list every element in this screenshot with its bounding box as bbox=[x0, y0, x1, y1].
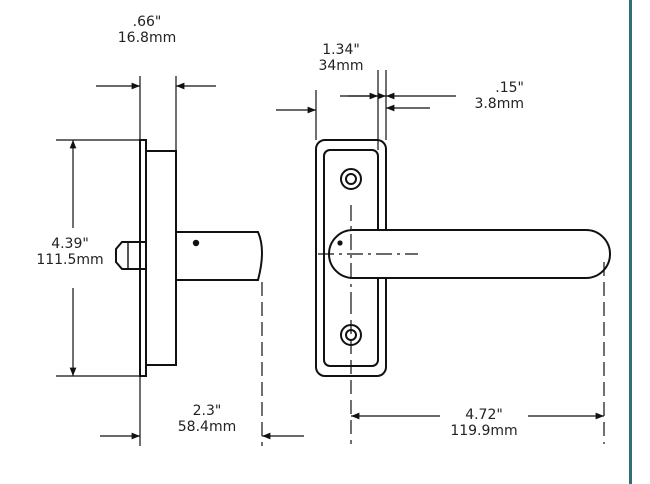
dim-lever-length-mm: 119.9mm bbox=[450, 423, 518, 439]
dim-plate-width-in: 1.34" bbox=[322, 42, 360, 58]
front-view bbox=[315, 139, 611, 377]
dim-label-lever-length: 4.72" 119.9mm bbox=[438, 407, 530, 439]
dim-spindle-length-mm: 58.4mm bbox=[177, 419, 237, 435]
frame-edge bbox=[629, 0, 632, 484]
dim-label-plate-width: 1.34" 34mm bbox=[306, 42, 376, 74]
dim-plate-thickness-in: .15" bbox=[495, 80, 524, 96]
dim-label-plate-thickness: .15" 3.8mm bbox=[440, 80, 524, 112]
side-view bbox=[115, 139, 263, 377]
top-screw-inner bbox=[345, 173, 357, 185]
top-screw-outer bbox=[340, 168, 362, 190]
dim-label-plate-depth: .66" 16.8mm bbox=[112, 14, 182, 46]
dim-plate-height-mm: 111.5mm bbox=[36, 252, 104, 268]
front-lever-setscrew bbox=[337, 240, 343, 246]
side-spindle-stub bbox=[115, 241, 146, 270]
dim-plate-thickness-mm: 3.8mm bbox=[474, 96, 524, 112]
dim-plate-depth-in: .66" bbox=[132, 14, 162, 30]
dim-spindle-length-in: 2.3" bbox=[192, 403, 222, 419]
side-setscrew bbox=[192, 239, 200, 247]
front-lever-handle bbox=[328, 229, 611, 279]
dim-plate-width-mm: 34mm bbox=[318, 58, 364, 74]
side-escutcheon bbox=[145, 150, 177, 366]
dimension-lines bbox=[56, 70, 605, 446]
dim-label-plate-height: 4.39" 111.5mm bbox=[24, 236, 116, 268]
dim-plate-depth-mm: 16.8mm bbox=[117, 30, 177, 46]
side-lever-shaft bbox=[176, 231, 263, 281]
dim-lever-length-in: 4.72" bbox=[465, 407, 503, 423]
dim-label-spindle-length: 2.3" 58.4mm bbox=[166, 403, 248, 435]
dim-plate-height-in: 4.39" bbox=[51, 236, 89, 252]
